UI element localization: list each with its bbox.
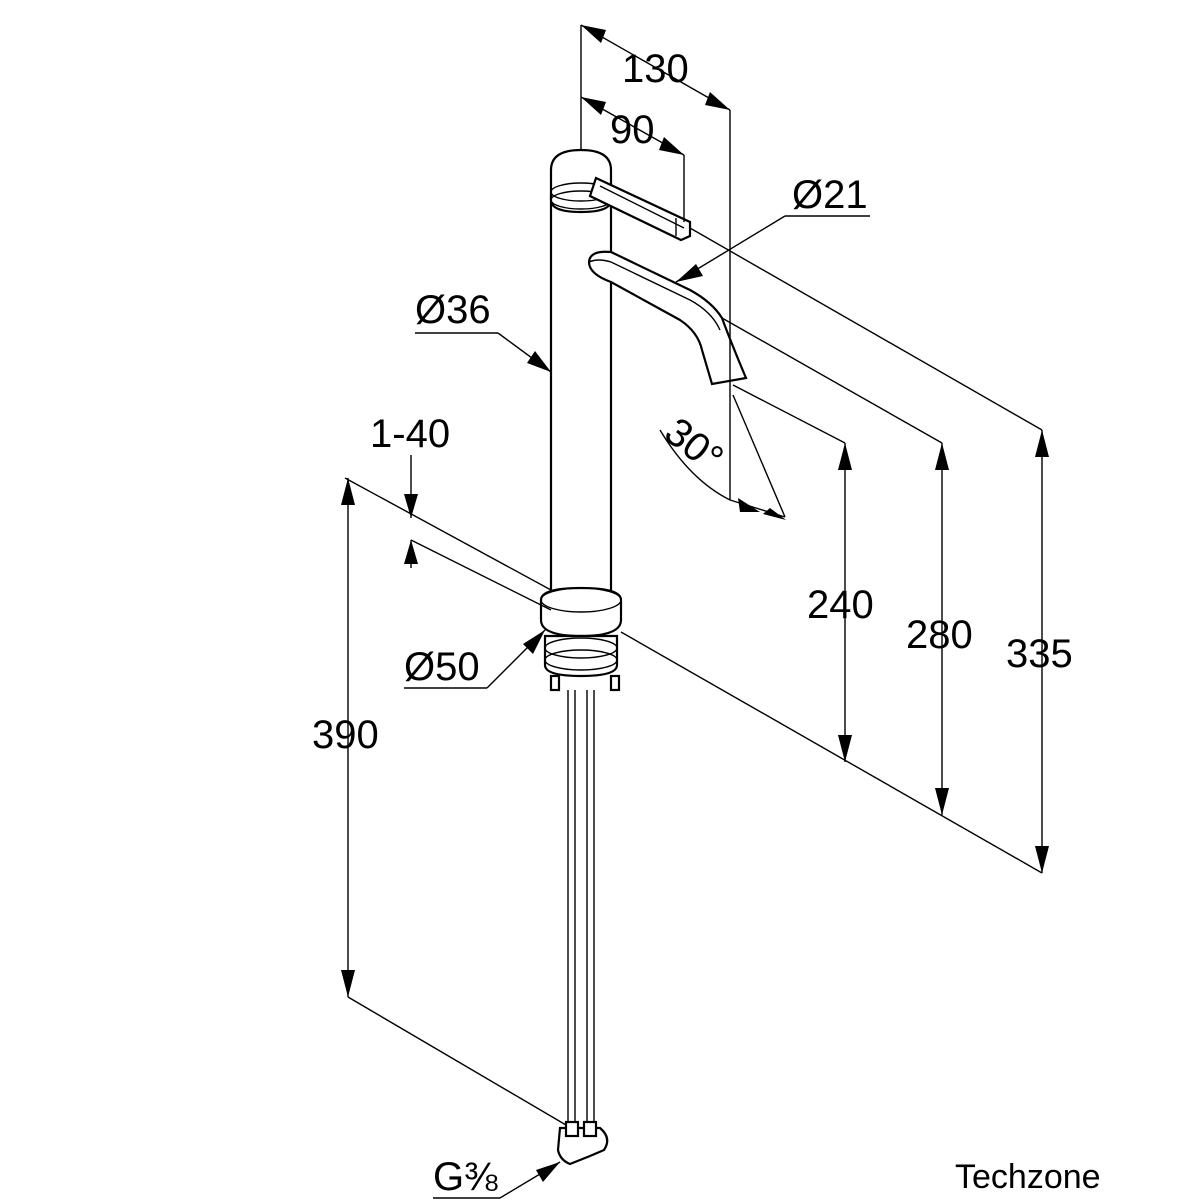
dim-90-label: 90	[610, 108, 655, 152]
supply-hoses	[556, 690, 609, 1166]
dim-240-label: 240	[807, 583, 874, 627]
deck-lines	[344, 477, 1043, 874]
dim-90: 90	[580, 96, 685, 222]
dim-390: 390	[312, 478, 567, 1126]
watermark-techzone: Techzone	[955, 1158, 1101, 1196]
lever-handle	[588, 176, 692, 242]
dim-diameter-50: Ø50	[404, 629, 546, 689]
base-escutcheon	[539, 586, 623, 692]
dim-diameter-21: Ø21	[675, 173, 870, 283]
dim-335: 335	[689, 227, 1073, 873]
dim-deck-thickness: 1-40	[370, 412, 450, 568]
dim-diameter-21-label: Ø21	[792, 173, 868, 217]
dim-diameter-50-label: Ø50	[404, 645, 480, 689]
dim-280-label: 280	[906, 613, 973, 657]
dim-thread: G⅜	[433, 1155, 561, 1199]
faucet-body	[549, 148, 613, 600]
dim-diameter-36: Ø36	[415, 288, 552, 373]
dim-240: 240	[732, 384, 874, 762]
dim-335-label: 335	[1006, 632, 1073, 676]
dim-130: 130	[580, 24, 731, 500]
dim-130-label: 130	[622, 47, 689, 91]
dim-diameter-36-label: Ø36	[415, 288, 491, 332]
dim-angle-30-label: 30°	[656, 409, 731, 481]
dim-thread-label: G⅜	[433, 1155, 498, 1199]
dim-390-label: 390	[312, 713, 379, 757]
dim-280: 280	[721, 317, 973, 815]
dim-deck-thickness-label: 1-40	[370, 412, 450, 456]
spout	[587, 250, 748, 386]
dim-angle-30: 30°	[656, 394, 786, 520]
